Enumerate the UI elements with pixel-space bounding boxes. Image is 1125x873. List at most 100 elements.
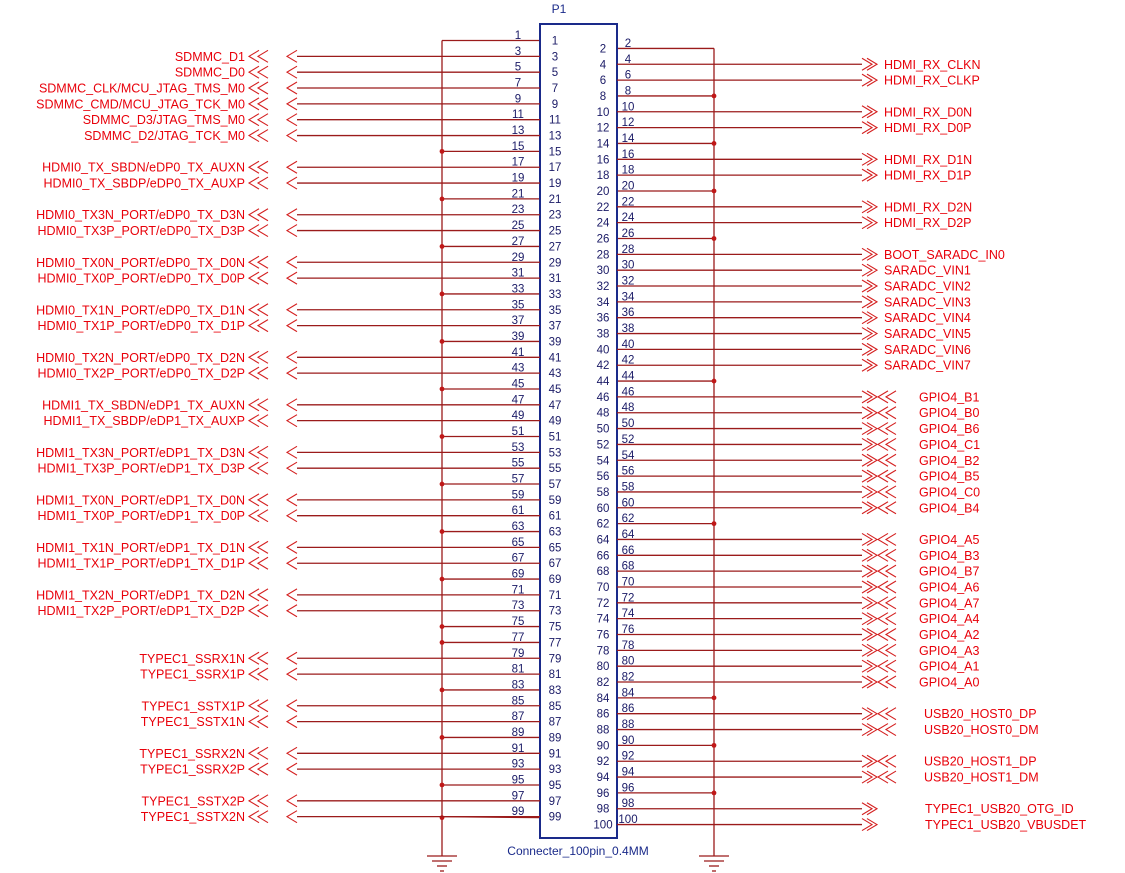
port-arrow-icon [285, 604, 298, 618]
pin-number-inner: 97 [549, 796, 562, 808]
pin-number-outer: 91 [512, 743, 525, 755]
port-arrow-icon [861, 548, 874, 562]
pin-number-outer: 73 [512, 600, 525, 612]
port-arrow-icon [285, 176, 298, 190]
port-arrow-icon [256, 160, 269, 174]
pin-number-outer: 8 [625, 85, 631, 97]
port-arrow-icon [247, 271, 260, 285]
port-arrow-icon [247, 113, 260, 127]
port-arrow-icon [285, 509, 298, 523]
component-value: Connecter_100pin_0.4MM [507, 844, 648, 858]
pin-number-inner: 44 [597, 376, 610, 388]
port-arrow-icon [247, 715, 260, 729]
junction-dot [439, 434, 445, 439]
port-arrow-icon [256, 113, 269, 127]
pin-number-inner: 37 [549, 321, 562, 333]
port-arrow-icon [861, 279, 874, 293]
pin-number-inner: 2 [600, 43, 606, 55]
pin-number-outer: 93 [512, 759, 525, 771]
pin-number-outer: 56 [622, 466, 635, 478]
pin-number-outer: 94 [622, 767, 635, 779]
junction-dot [439, 148, 445, 154]
port-arrow-icon [861, 216, 874, 230]
pin-number-outer: 96 [622, 782, 635, 794]
port-arrow-icon [884, 770, 897, 784]
net-label-right: SARADC_VIN1 [884, 264, 971, 278]
port-arrow-icon [285, 303, 298, 317]
net-label-right: GPIO4_C0 [919, 485, 980, 499]
port-arrow-icon [876, 612, 889, 626]
port-arrow-icon [256, 97, 269, 111]
port-arrow-icon [884, 707, 897, 721]
port-arrow-icon [876, 659, 889, 673]
junction-dot [439, 244, 445, 249]
pin-number-inner: 18 [597, 170, 610, 182]
port-arrow-icon [285, 556, 298, 570]
port-arrow-icon [876, 596, 889, 610]
pin-number-outer: 62 [622, 513, 635, 525]
pin-number-outer: 7 [515, 78, 521, 90]
pin-number-outer: 53 [512, 442, 525, 454]
port-arrow-icon [866, 358, 879, 372]
port-arrow-icon [876, 406, 889, 420]
port-arrow-icon [285, 113, 298, 127]
port-arrow-icon [247, 810, 260, 824]
port-arrow-icon [866, 73, 879, 87]
port-arrow-icon [866, 121, 879, 135]
pin-number-outer: 67 [512, 553, 525, 565]
pin-number-inner: 33 [549, 289, 562, 301]
port-arrow-icon [285, 540, 298, 554]
net-label-right: GPIO4_B0 [919, 406, 979, 420]
pin-number-outer: 2 [625, 38, 631, 50]
pin-number-inner: 64 [597, 534, 610, 546]
port-arrow-icon [247, 319, 260, 333]
pin-number-outer: 31 [512, 268, 525, 280]
pin-number-inner: 22 [597, 202, 610, 214]
port-arrow-icon [876, 390, 889, 404]
net-label-right: HDMI_RX_D0P [884, 121, 972, 135]
pin-number-outer: 75 [512, 616, 525, 628]
port-arrow-icon [256, 398, 269, 412]
net-label-right: HDMI_RX_CLKP [884, 74, 980, 88]
net-label-right: GPIO4_B2 [919, 454, 979, 468]
pin-number-inner: 49 [549, 416, 562, 428]
port-arrow-icon [884, 723, 897, 737]
port-arrow-icon [247, 651, 260, 665]
pin-number-outer: 19 [512, 173, 525, 185]
junction-dot [711, 521, 717, 527]
pin-number-outer: 68 [622, 561, 635, 573]
port-arrow-icon [285, 271, 298, 285]
port-arrow-icon [247, 461, 260, 475]
port-arrow-icon [884, 548, 897, 562]
pin-number-inner: 11 [549, 115, 561, 127]
pin-number-inner: 80 [597, 661, 610, 673]
pin-number-inner: 55 [549, 463, 562, 475]
port-arrow-icon [861, 121, 874, 135]
pin-number-inner: 29 [549, 257, 562, 269]
junction-dot [711, 742, 717, 748]
port-arrow-icon [256, 651, 269, 665]
port-arrow-icon [866, 200, 879, 214]
port-arrow-icon [256, 810, 269, 824]
port-arrow-icon [861, 723, 874, 737]
pin-number-outer: 86 [622, 703, 635, 715]
pin-number-inner: 98 [597, 804, 610, 816]
port-arrow-icon [256, 414, 269, 428]
pin-number-inner: 51 [549, 432, 562, 444]
port-arrow-icon [884, 437, 897, 451]
pin-number-inner: 60 [597, 503, 610, 515]
port-arrow-icon [256, 176, 269, 190]
port-arrow-icon [861, 532, 874, 546]
pin-number-outer: 21 [512, 188, 525, 200]
port-arrow-icon [256, 445, 269, 459]
port-arrow-icon [285, 224, 298, 238]
pin-number-outer: 76 [622, 624, 635, 636]
pin-number-outer: 100 [618, 814, 637, 826]
pin-number-outer: 44 [622, 371, 635, 383]
junction-dot [439, 624, 445, 629]
pin-number-inner: 32 [597, 281, 610, 293]
port-arrow-icon [285, 129, 298, 143]
right-net-labels: HDMI_RX_CLKNHDMI_RX_CLKPHDMI_RX_D0NHDMI_… [617, 58, 1087, 832]
pin-number-inner: 10 [597, 107, 610, 119]
junction-dot [439, 196, 445, 202]
